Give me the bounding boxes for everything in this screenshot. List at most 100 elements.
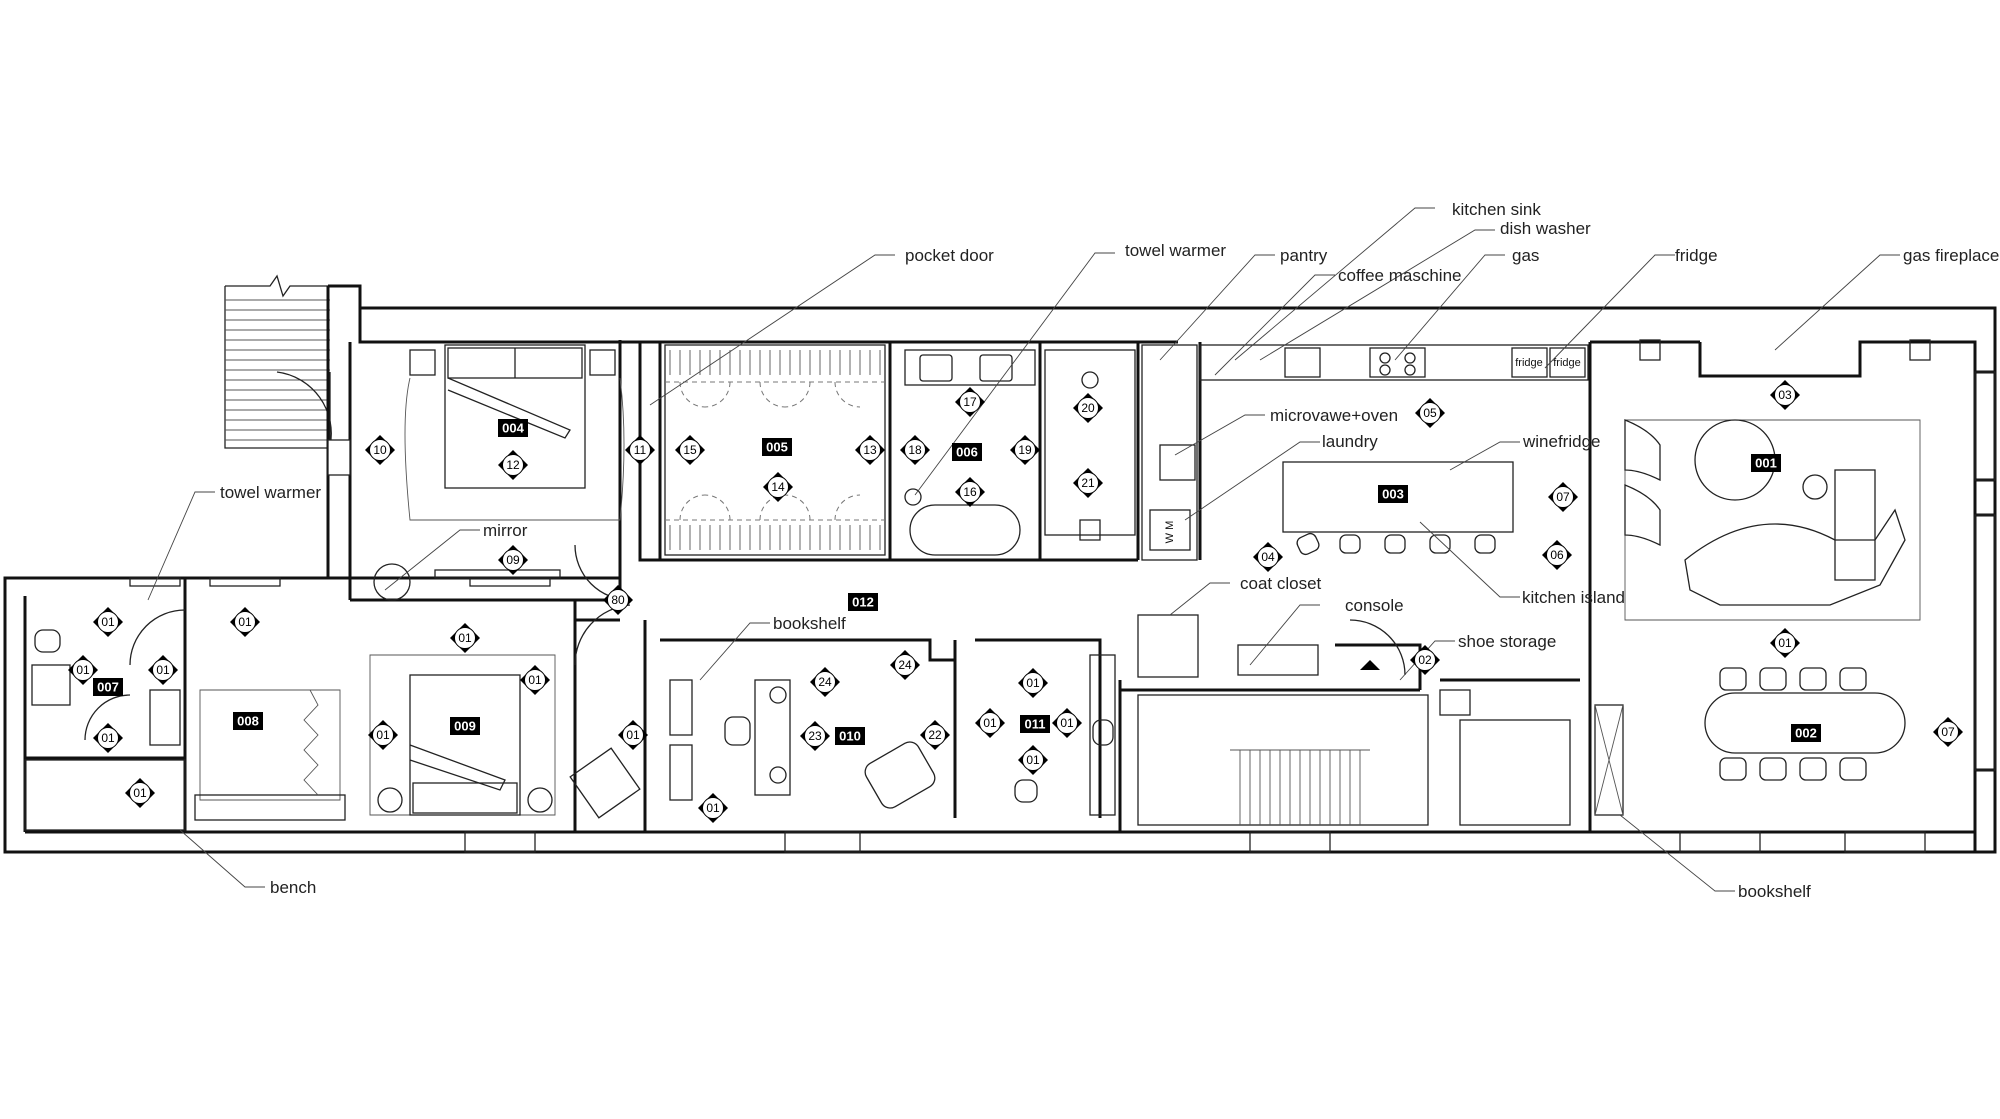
view-marker-01-007c: 01 (147, 654, 179, 686)
view-marker-09: 09 (497, 544, 529, 576)
label-shoe-storage: shoe storage (1458, 632, 1556, 651)
labels: kitchen sink dish washer pocket door tow… (220, 200, 1999, 901)
label-bench: bench (270, 878, 316, 897)
view-marker-01-007b: 01 (67, 654, 99, 686)
svg-text:009: 009 (454, 719, 476, 734)
svg-text:01: 01 (626, 728, 640, 742)
closet-005 (664, 344, 886, 556)
svg-text:10: 10 (373, 443, 387, 457)
view-marker-19: 19 (1009, 434, 1041, 466)
label-kitchen-island: kitchen island (1522, 588, 1625, 607)
room-tag-009: 009 (450, 717, 480, 735)
svg-text:01: 01 (376, 728, 390, 742)
svg-text:004: 004 (502, 421, 524, 436)
bath-007-and-closet-008 (24, 609, 346, 831)
view-marker-01-011c: 01 (1051, 707, 1083, 739)
svg-text:13: 13 (863, 443, 877, 457)
view-marker-01-011b: 01 (974, 707, 1006, 739)
label-laundry: laundry (1322, 432, 1378, 451)
living-room (1594, 339, 1931, 816)
label-mirror: mirror (483, 521, 528, 540)
svg-text:80: 80 (611, 593, 625, 607)
svg-text:01: 01 (706, 801, 720, 815)
view-marker-07b: 07 (1932, 716, 1964, 748)
svg-text:11: 11 (634, 443, 647, 457)
svg-text:01: 01 (1060, 716, 1074, 730)
svg-text:01: 01 (458, 631, 472, 645)
label-coffee-maschine: coffee maschine (1338, 266, 1461, 285)
view-marker-01-010: 01 (697, 792, 729, 824)
view-marker-21: 21 (1072, 467, 1104, 499)
view-marker-01-hall: 01 (449, 622, 481, 654)
view-marker-01-011a: 01 (1017, 667, 1049, 699)
svg-text:07: 07 (1556, 490, 1570, 504)
balcony (224, 274, 360, 449)
view-marker-24a: 24 (809, 666, 841, 698)
room-tag-001: 001 (1751, 454, 1781, 472)
room-tag-010: 010 (835, 727, 865, 745)
label-towel-warmer-left: towel warmer (220, 483, 321, 502)
label-fridge-unit-1: fridge (1515, 357, 1543, 369)
hallway (574, 544, 1571, 826)
view-marker-04: 04 (1252, 541, 1284, 573)
label-gas-fireplace: gas fireplace (1903, 246, 1999, 265)
label-winefridge: winefridge (1522, 432, 1601, 451)
svg-text:17: 17 (963, 395, 977, 409)
label-bookshelf-right: bookshelf (1738, 882, 1811, 901)
room-tag-012: 012 (848, 593, 878, 611)
view-marker-20: 20 (1072, 392, 1104, 424)
svg-text:20: 20 (1081, 401, 1095, 415)
label-washer: W M (1164, 521, 1176, 544)
view-marker-01-009c: 01 (617, 719, 649, 751)
svg-text:01: 01 (1778, 636, 1792, 650)
room-tag-008: 008 (233, 712, 263, 730)
label-fridge-unit-2: fridge (1553, 357, 1581, 369)
svg-text:07: 07 (1941, 725, 1955, 739)
svg-text:008: 008 (237, 714, 259, 729)
view-marker-01-011d: 01 (1017, 744, 1049, 776)
svg-text:003: 003 (1382, 487, 1404, 502)
svg-text:01: 01 (528, 673, 542, 687)
label-pocket-door: pocket door (905, 246, 994, 265)
svg-text:01: 01 (1026, 753, 1040, 767)
label-pantry: pantry (1280, 246, 1328, 265)
svg-text:03: 03 (1778, 388, 1792, 402)
view-marker-11: 11 (624, 434, 656, 466)
room-tag-006: 006 (952, 443, 982, 461)
label-gas: gas (1512, 246, 1539, 265)
svg-text:005: 005 (766, 440, 788, 455)
svg-text:01: 01 (101, 615, 115, 629)
view-marker-01-007f: 01 (229, 606, 261, 638)
view-marker-15: 15 (674, 434, 706, 466)
svg-text:06: 06 (1550, 548, 1564, 562)
view-marker-17: 17 (954, 386, 986, 418)
label-console: console (1345, 596, 1404, 615)
view-marker-01-007a: 01 (92, 606, 124, 638)
svg-text:01: 01 (133, 786, 147, 800)
label-microvawe-oven: microvawe+oven (1270, 406, 1398, 425)
svg-text:18: 18 (908, 443, 922, 457)
svg-text:04: 04 (1261, 550, 1275, 564)
view-marker-01-living: 01 (1769, 627, 1801, 659)
view-marker-10: 10 (364, 434, 396, 466)
view-marker-01-007e: 01 (124, 777, 156, 809)
bath-011 (1014, 654, 1116, 816)
room-tag-011: 011 (1020, 715, 1050, 733)
svg-text:23: 23 (808, 729, 822, 743)
svg-text:010: 010 (839, 729, 861, 744)
svg-text:011: 011 (1025, 717, 1046, 732)
view-marker-03: 03 (1769, 379, 1801, 411)
svg-text:002: 002 (1795, 726, 1817, 741)
view-marker-02: 02 (1409, 644, 1441, 676)
view-marker-23: 23 (799, 720, 831, 752)
room-tag-002: 002 (1791, 724, 1821, 742)
label-towel-warmer-top: towel warmer (1125, 241, 1226, 260)
view-marker-18: 18 (899, 434, 931, 466)
view-marker-22: 22 (919, 719, 951, 751)
label-coat-closet: coat closet (1240, 574, 1322, 593)
bedroom-004 (373, 344, 625, 601)
svg-text:01: 01 (101, 731, 115, 745)
view-marker-24b: 24 (889, 649, 921, 681)
svg-text:001: 001 (1755, 456, 1777, 471)
